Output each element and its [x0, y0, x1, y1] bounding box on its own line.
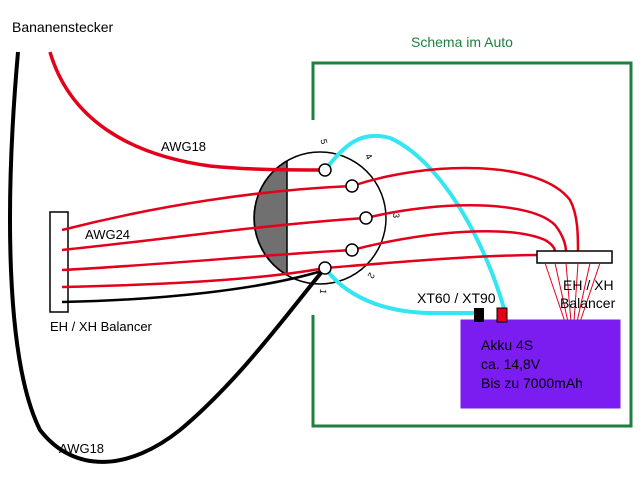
battery-balancer-leads: [544, 262, 601, 323]
battery-type: Akku 4S: [481, 337, 533, 353]
pin-number-5: 5: [319, 138, 330, 145]
pin-number-3: 3: [391, 213, 401, 218]
pin-number-2: 2: [366, 271, 377, 280]
connector-shaded-half: [253, 159, 288, 277]
balancer-wire-left-black: [61, 268, 326, 304]
right-balancer-plug: [536, 250, 613, 264]
balancer-wire-left-3: [61, 248, 353, 272]
balancer-wire-right-3: [351, 230, 557, 253]
awg18-bottom-label: AWG18: [59, 441, 104, 456]
xt-connector-label: XT60 / XT90: [417, 290, 496, 306]
left-balancer-plug: [49, 211, 69, 313]
xt-terminal-black: [474, 308, 484, 322]
pin-number-4: 4: [363, 152, 374, 161]
balancer-wire-left-4: [61, 266, 326, 289]
connector-pin-4: [345, 179, 359, 193]
awg24-label: AWG24: [85, 227, 130, 242]
connector-pin-3: [359, 211, 373, 225]
right-balancer-label-line2: Balancer: [560, 295, 616, 311]
connector-pin-5: [318, 163, 332, 177]
red-banana-wire: [48, 51, 326, 172]
battery-capacity: Bis zu 7000mAh: [481, 375, 583, 391]
connector-pin-2: [345, 243, 359, 257]
left-balancer-label: EH / XH Balancer: [50, 319, 153, 334]
awg18-top-label: AWG18: [161, 139, 206, 154]
schema-title: Schema im Auto: [411, 34, 513, 50]
pin-number-1: 1: [318, 288, 329, 295]
xt-terminal-red: [496, 307, 508, 323]
black-banana-wire: [8, 51, 327, 464]
battery-pack: [460, 319, 621, 409]
balancer-wire-left-1: [61, 184, 353, 232]
balancer-wire-right-2: [365, 204, 568, 253]
battery-voltage: ca. 14,8V: [481, 356, 541, 372]
balancer-wire-left-2: [61, 216, 367, 252]
balancer-wire-right-4: [324, 253, 541, 270]
cyan-wire-pin1: [323, 266, 480, 315]
banana-plug-label: Bananenstecker: [12, 19, 114, 35]
balancer-wire-right-1: [351, 166, 580, 253]
connector-pin-1: [318, 261, 332, 275]
right-balancer-label-line1: EH / XH: [563, 277, 614, 293]
